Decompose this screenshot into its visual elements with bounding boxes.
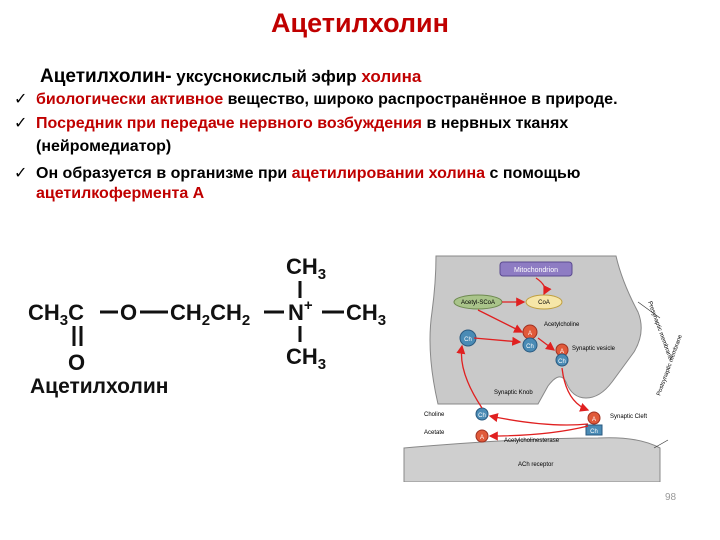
checkmark-icon: ✓ [14, 165, 28, 182]
ch-label: Ch [590, 429, 598, 435]
synaptic-knob-label: Synaptic Knob [494, 390, 533, 396]
slide-title: Ацетилхолин [271, 8, 449, 38]
formula-atom-n: N+ [288, 297, 313, 325]
choline-label: Choline [424, 412, 445, 418]
choline-molecule [522, 337, 538, 353]
bullet-text: в нервных тканях [422, 115, 569, 132]
formula-atom-ch3-bottom: CH3 [286, 344, 326, 373]
a-label: A [480, 435, 484, 441]
formula-atom-o-double: O [68, 350, 85, 375]
intro-text: уксуснокислый эфир [171, 67, 362, 86]
intro-definition: Ацетилхолин- уксуснокислый эфир холина [40, 66, 421, 88]
mitochondrion [499, 261, 573, 277]
acetylcholine-label: Acetylcholine [544, 322, 580, 328]
formula-atom-ch3-top: CH3 [286, 254, 326, 283]
postsynaptic-cell [403, 437, 661, 482]
a-label: A [528, 331, 532, 337]
bullet-highlight-2: ацетилкофермента А [36, 185, 205, 202]
acetylcholine-structural-formula: CH3 CH3C O CH2CH2 N+ CH3 CH3 O [28, 254, 386, 375]
page-number: 98 [665, 492, 677, 503]
choline-molecule [555, 353, 569, 367]
bullet-highlight: ацетилировании холина [291, 165, 486, 182]
a-label: A [560, 349, 564, 355]
ch-label: Ch [558, 359, 566, 365]
bullet-highlight: Посредник при передаче нервного возбужде… [36, 115, 423, 132]
synaptic-cleft-label: Synaptic Cleft [610, 414, 647, 420]
ch-label: Ch [464, 337, 472, 343]
acetyl-molecule [475, 429, 489, 443]
flow-arrow [561, 367, 590, 412]
ch-label: Ch [478, 413, 486, 419]
bullet-text-2: с помощью [485, 165, 581, 182]
intro-highlight: холина [361, 67, 422, 86]
a-label: A [592, 417, 596, 423]
flow-arrow [488, 413, 589, 426]
formula-atom-o-link: O [120, 300, 137, 325]
flow-arrow [535, 277, 552, 296]
ach-receptor-label: ACh receptor [518, 462, 553, 468]
flow-arrow [456, 344, 483, 409]
bullet-list: ✓ биологически активное вещество, широко… [14, 90, 704, 208]
bullet-continuation: (нейромедиатор) [36, 138, 172, 155]
flow-arrow [473, 336, 522, 346]
intro-term: Ацетилхолин- [40, 66, 172, 87]
formula-atom-ch3-right: CH3 [346, 300, 386, 329]
checkmark-icon: ✓ [14, 91, 28, 108]
formula-label: Ацетилхолин [30, 375, 169, 398]
ach-receptor-block [585, 424, 603, 436]
acetylcholinesterase-label: Acetylcholinesterase [504, 438, 560, 444]
mitochondrion-label: Mitochondrion [514, 267, 558, 274]
acetate-label: Acetate [424, 430, 445, 436]
bullet-item: ✓ биологически активное вещество, широко… [14, 90, 704, 110]
bullet-highlight: биологически активное [36, 91, 224, 108]
bullet-text: Он образуется в организме при [36, 165, 292, 182]
leader-line [653, 439, 669, 449]
ch-label: Ch [526, 344, 534, 350]
coa-label: CoA [538, 300, 550, 306]
formula-atom-ch2ch2: CH2CH2 [170, 300, 250, 329]
flow-arrow [477, 309, 524, 333]
bullet-text: вещество, широко распространённое в прир… [223, 91, 618, 108]
leader-line [637, 301, 661, 319]
flow-arrow [488, 425, 589, 441]
acetyl-scoa-label: Acetyl-SCoA [461, 300, 495, 306]
acetyl-molecule [587, 411, 601, 425]
flow-arrow [537, 337, 556, 351]
checkmark-icon: ✓ [14, 115, 28, 132]
bullet-item: ✓ Он образуется в организме при ацетилир… [14, 164, 704, 204]
postsynaptic-membrane-label: Postsynaptic membrane [656, 334, 684, 397]
synaptic-vesicle-label: Synaptic vesicle [572, 346, 616, 352]
presynaptic-membrane-label: Presynaptic membrane [646, 301, 673, 362]
bullet-item: ✓ Посредник при передаче нервного возбуж… [14, 114, 704, 160]
formula-atom-ch3c: CH3C [28, 300, 84, 329]
synapse-diagram: Mitochondrion Acetyl-SCoA CoA Ch A Ch Ac… [403, 255, 684, 482]
